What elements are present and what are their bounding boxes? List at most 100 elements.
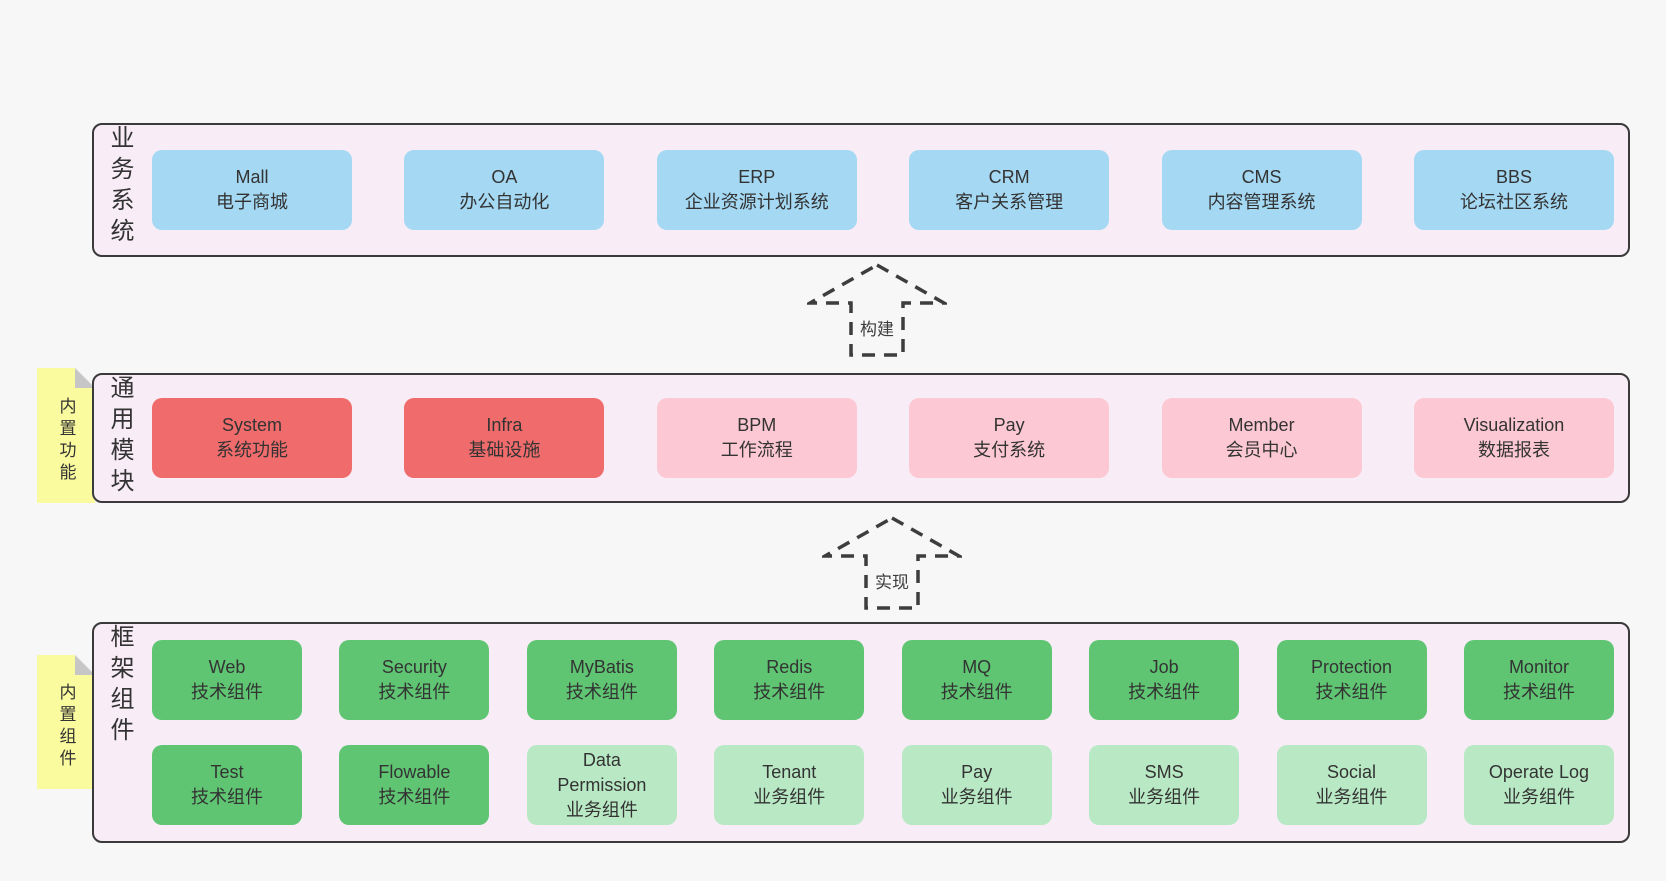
block-arrow-up-icon: [822, 515, 962, 610]
box-subtitle: 技术组件: [753, 682, 826, 702]
block-arrow-up-icon: [807, 262, 947, 357]
arrow-implement: 实现: [822, 515, 962, 611]
band-business-systems: 业务系统 Mall 电子商城 OA 办公自动化 ERP 企业资源计划系统 CRM…: [92, 123, 1630, 257]
box-subtitle: 技术组件: [378, 787, 451, 807]
box-subtitle: 会员中心: [1225, 440, 1298, 460]
module-box-infra: Infra 基础设施: [404, 398, 605, 478]
component-box-web: Web 技术组件: [152, 640, 302, 720]
band-label: 框架组件: [106, 624, 133, 748]
component-box-security: Security 技术组件: [339, 640, 490, 720]
band-common-modules: 通用模块 System 系统功能 Infra 基础设施 BPM 工作流程 Pay…: [92, 373, 1630, 503]
box-subtitle: 技术组件: [1128, 682, 1201, 702]
box-title: Web: [208, 657, 246, 677]
box-subtitle: 技术组件: [1502, 682, 1575, 702]
box-title: OA: [491, 167, 518, 187]
component-box-job: Job 技术组件: [1089, 640, 1240, 720]
arrow-label: 实现: [871, 567, 913, 594]
box-title: Protection: [1311, 657, 1393, 677]
box-subtitle: 系统功能: [216, 440, 288, 460]
box-title: System: [221, 415, 282, 435]
box-subtitle: 业务组件: [753, 787, 826, 807]
band-label: 业务系统: [106, 125, 133, 249]
box-subtitle: 论坛社区系统: [1459, 192, 1568, 212]
system-box-cms: CMS 内容管理系统: [1161, 150, 1362, 230]
box-title: Visualization: [1463, 415, 1565, 435]
box-subtitle: 企业资源计划系统: [684, 192, 829, 212]
box-title: CRM: [988, 167, 1030, 187]
box-subtitle: 工作流程: [720, 440, 793, 460]
component-box-mybatis: MyBatis 技术组件: [526, 640, 677, 720]
box-subtitle: 技术组件: [1315, 682, 1388, 702]
note-fold-corner-icon: [75, 368, 95, 388]
component-box-monitor: Monitor 技术组件: [1463, 640, 1614, 720]
component-box-test: Test 技术组件: [152, 745, 302, 825]
box-title: MQ: [962, 657, 992, 677]
box-title: Pay: [961, 762, 993, 782]
box-title: Redis: [766, 657, 813, 677]
module-box-visualization: Visualization 数据报表: [1413, 398, 1614, 478]
box-subtitle: 数据报表: [1477, 440, 1550, 460]
system-box-oa: OA 办公自动化: [404, 150, 605, 230]
box-subtitle: 技术组件: [565, 682, 638, 702]
component-box-pay: Pay 业务组件: [901, 745, 1052, 825]
box-subtitle: 业务组件: [940, 787, 1013, 807]
box-title: BPM: [737, 415, 777, 435]
box-title: Mall: [235, 167, 269, 187]
box-title: CMS: [1241, 167, 1282, 187]
system-box-crm: CRM 客户关系管理: [909, 150, 1110, 230]
component-box-data-permission: Data Permission 业务组件: [526, 745, 677, 825]
module-box-system: System 系统功能: [152, 398, 352, 478]
box-title: Member: [1228, 415, 1295, 435]
note-text: 内置功能: [56, 396, 76, 485]
box-title: Monitor: [1508, 657, 1569, 677]
box-title: Pay: [993, 415, 1025, 435]
component-box-protection: Protection 技术组件: [1276, 640, 1427, 720]
box-subtitle: 业务组件: [1315, 787, 1388, 807]
box-title: Tenant: [762, 762, 817, 782]
component-box-mq: MQ 技术组件: [901, 640, 1052, 720]
box-title: Data Permission: [557, 749, 647, 795]
box-subtitle: 内容管理系统: [1207, 192, 1316, 212]
box-title: Social: [1327, 762, 1377, 782]
component-box-flowable: Flowable 技术组件: [339, 745, 490, 825]
component-box-social: Social 业务组件: [1276, 745, 1427, 825]
box-subtitle: 客户关系管理: [955, 192, 1064, 212]
box-subtitle: 技术组件: [191, 682, 263, 702]
box-title: SMS: [1144, 762, 1184, 782]
box-title: MyBatis: [569, 657, 634, 677]
component-box-operate-log: Operate Log 业务组件: [1463, 745, 1614, 825]
band-label: 通用模块: [106, 375, 133, 499]
sticky-note-builtin-features: 内置功能: [37, 368, 95, 503]
box-subtitle: 业务组件: [1128, 787, 1201, 807]
box-title: ERP: [738, 167, 776, 187]
box-title: BBS: [1495, 167, 1532, 187]
box-subtitle: 支付系统: [973, 440, 1046, 460]
arrow-label: 构建: [856, 314, 898, 341]
box-subtitle: 业务组件: [565, 799, 638, 820]
box-subtitle: 技术组件: [191, 787, 263, 807]
system-box-erp: ERP 企业资源计划系统: [656, 150, 857, 230]
box-subtitle: 基础设施: [468, 440, 541, 460]
module-box-pay: Pay 支付系统: [909, 398, 1110, 478]
band-framework-components: 框架组件 Web 技术组件 Security 技术组件 MyBatis 技术组件…: [92, 622, 1630, 843]
note-text: 内置组件: [56, 683, 76, 771]
module-box-member: Member 会员中心: [1161, 398, 1362, 478]
box-subtitle: 技术组件: [378, 682, 451, 702]
box-subtitle: 技术组件: [940, 682, 1013, 702]
box-title: Infra: [486, 415, 523, 435]
box-title: Test: [210, 762, 244, 782]
box-title: Flowable: [378, 762, 451, 782]
system-box-mall: Mall 电子商城: [152, 150, 352, 230]
component-box-redis: Redis 技术组件: [714, 640, 865, 720]
module-box-bpm: BPM 工作流程: [656, 398, 857, 478]
box-subtitle: 业务组件: [1502, 787, 1575, 807]
system-box-bbs: BBS 论坛社区系统: [1413, 150, 1614, 230]
note-fold-corner-icon: [75, 655, 95, 675]
arrow-build: 构建: [807, 262, 947, 358]
component-box-sms: SMS 业务组件: [1089, 745, 1240, 825]
component-box-tenant: Tenant 业务组件: [714, 745, 865, 825]
box-title: Job: [1149, 657, 1179, 677]
box-title: Security: [381, 657, 447, 677]
box-subtitle: 办公自动化: [459, 192, 550, 212]
